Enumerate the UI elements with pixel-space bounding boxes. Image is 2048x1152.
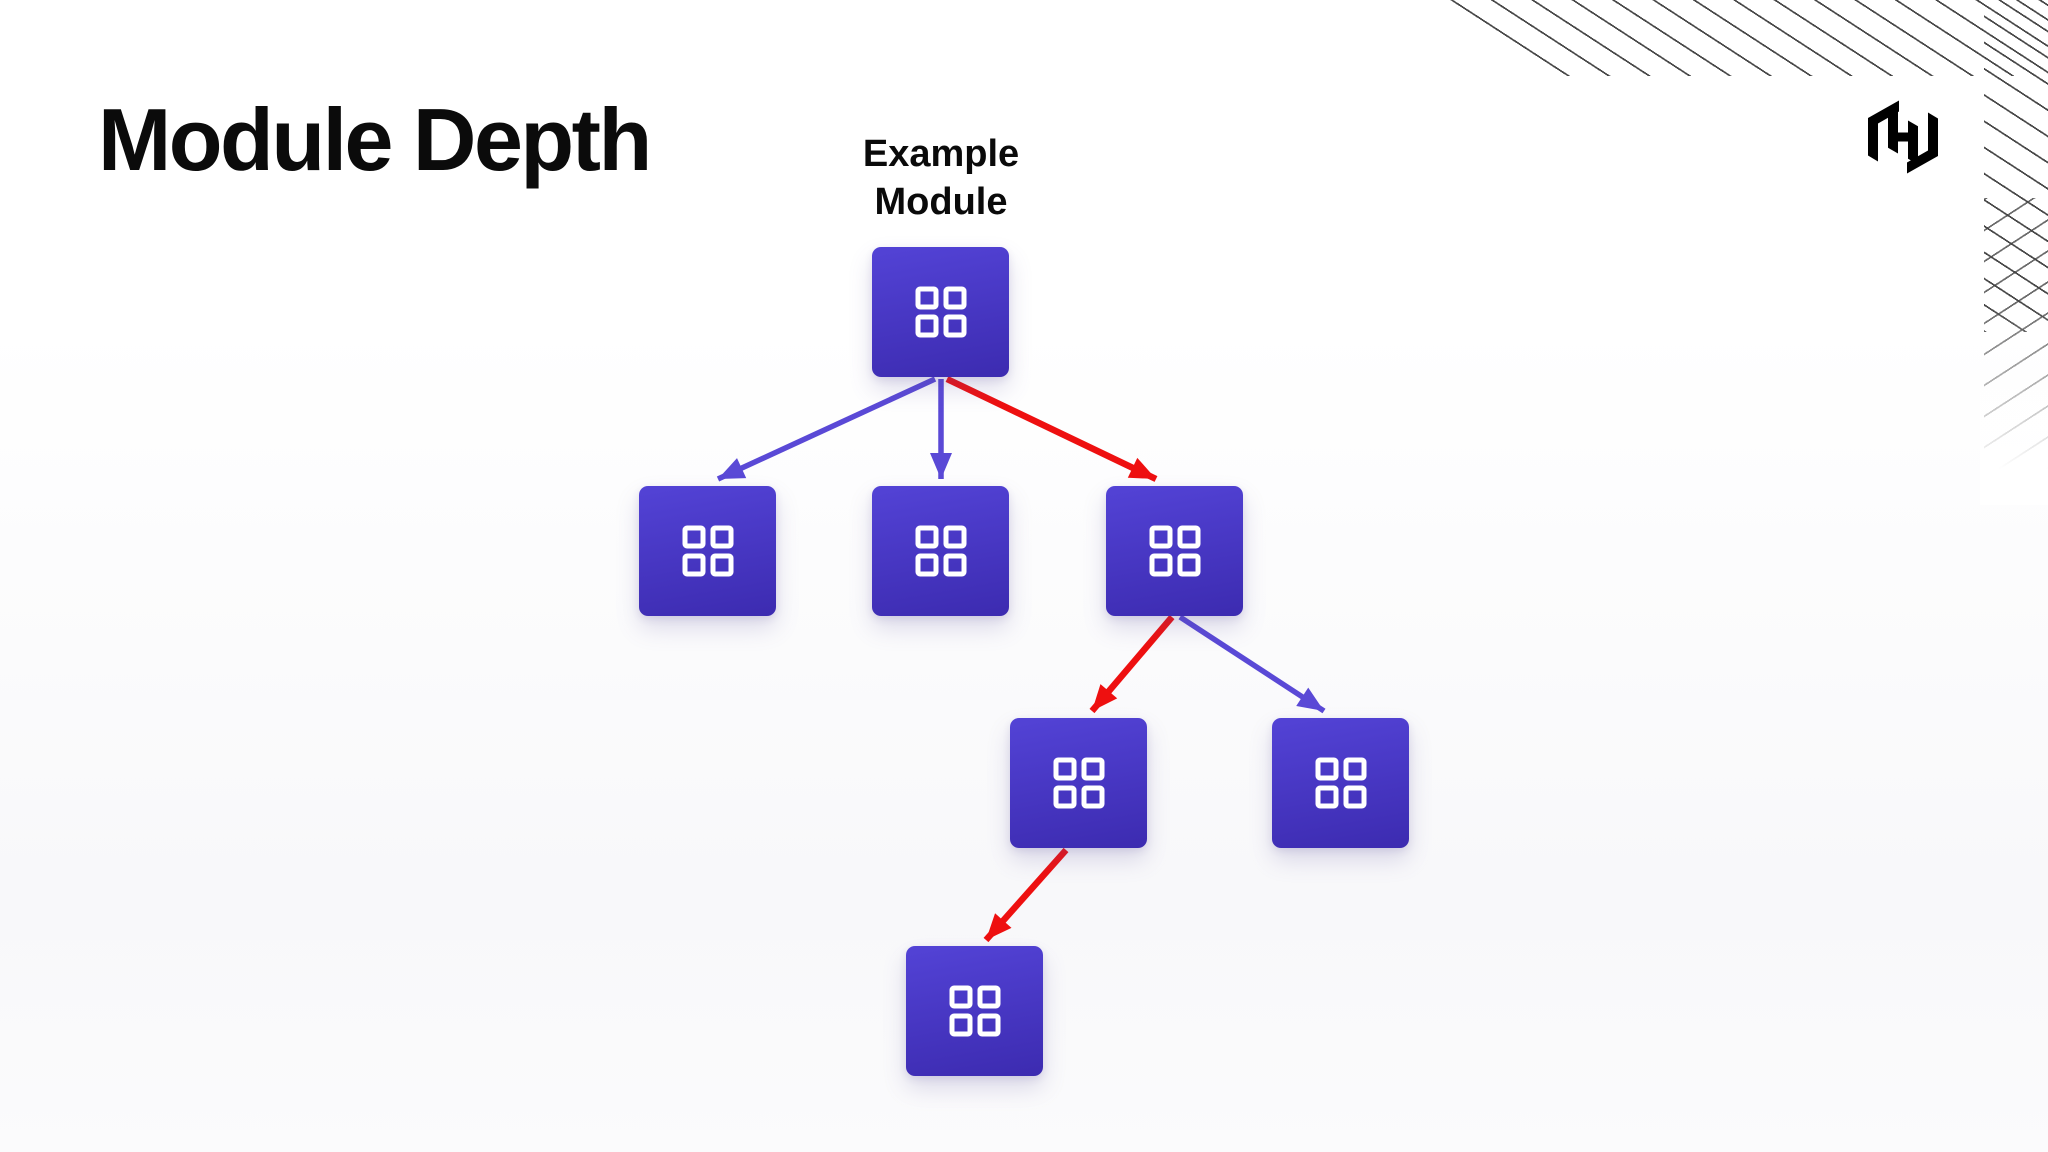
- dependency-edge-purple-child-3-to-grandchild-2: [1178, 614, 1326, 714]
- module-node-child-3: [1106, 486, 1243, 616]
- module-node-child-2: [872, 486, 1009, 616]
- dependency-edge-purple-root-to-child-1: [716, 376, 937, 482]
- hashicorp-logo-icon: [1868, 100, 1938, 174]
- module-grid-icon: [1053, 757, 1104, 809]
- module-node-grandchild-2: [1272, 718, 1409, 848]
- page-title: Module Depth: [98, 90, 652, 189]
- module-grid-icon: [915, 286, 966, 338]
- module-grid-icon: [949, 985, 1000, 1037]
- module-grid-icon: [1149, 525, 1200, 577]
- dependency-edge-red-child-3-to-grandchild-1: [1089, 614, 1175, 714]
- module-node-great-grandchild-1: [906, 946, 1043, 1076]
- module-grid-icon: [682, 525, 733, 577]
- module-node-root: [872, 247, 1009, 377]
- module-grid-icon: [1315, 757, 1366, 809]
- module-node-grandchild-1: [1010, 718, 1147, 848]
- dependency-edge-red-root-to-child-3: [945, 376, 1158, 482]
- dependency-edge-red-grandchild-1-to-great-grandchild-1: [983, 847, 1069, 943]
- root-node-label: Example Module: [811, 130, 1071, 227]
- module-grid-icon: [915, 525, 966, 577]
- root-label-line-1: Example: [862, 133, 1020, 175]
- module-node-child-1: [639, 486, 776, 616]
- root-label-line-2: Module: [874, 181, 1008, 224]
